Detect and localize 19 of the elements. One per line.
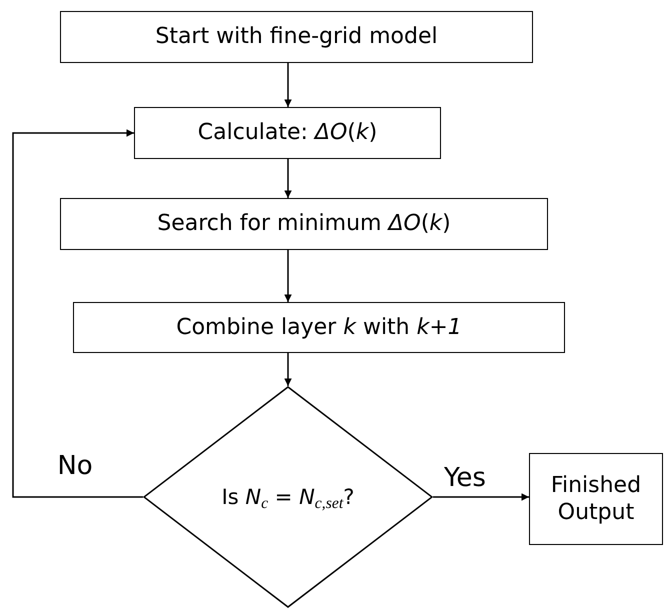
- arrow: [284, 353, 292, 386]
- arrow: [284, 159, 292, 198]
- edge-label: Yes: [444, 463, 486, 493]
- arrow: [12, 129, 143, 498]
- process-box: [60, 198, 548, 250]
- arrow: [284, 63, 292, 107]
- box-text: Start with fine-grid model: [155, 23, 438, 51]
- decision-text: Is N$_{c}$ = N$_{c,set}$?: [222, 484, 354, 510]
- edge-label: No: [57, 451, 93, 481]
- arrow: [433, 493, 529, 501]
- box-text: Search for minimum ΔO(k): [157, 210, 451, 238]
- process-box: [134, 107, 441, 159]
- box-text: Finished Output: [550, 472, 642, 526]
- box-text: Calculate: ΔO(k): [198, 119, 378, 147]
- process-box: [73, 302, 565, 353]
- process-box: [60, 11, 533, 63]
- box-text: Combine layer k with k+1: [176, 314, 462, 342]
- process-box: [529, 453, 663, 545]
- arrow: [284, 250, 292, 302]
